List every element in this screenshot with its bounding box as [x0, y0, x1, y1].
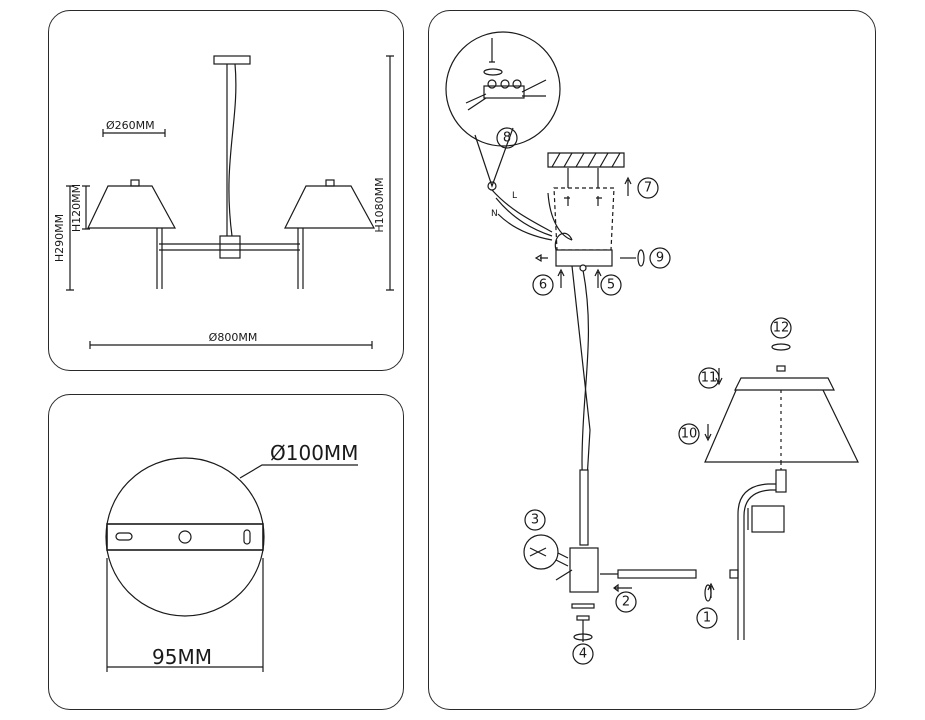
terminal-detail — [445, 31, 561, 191]
dimensions-panel — [48, 10, 404, 371]
step-4-label: 4 — [579, 647, 587, 662]
shade-diameter-label: Ø260MM — [106, 119, 155, 132]
side-arm — [600, 569, 739, 579]
step-1-label: 1 — [703, 611, 711, 626]
lamp-arm-and-shade — [704, 365, 859, 640]
step-9-label: 9 — [656, 251, 664, 266]
direction-arrows — [534, 176, 791, 642]
step-10-label: 10 — [681, 427, 698, 442]
plate-width-label: 95MM — [152, 645, 212, 669]
step-markers — [496, 127, 792, 665]
total-height-label: H1080MM — [373, 177, 386, 232]
ceiling-plate-panel — [48, 394, 404, 710]
chandelier-front-view — [87, 55, 376, 289]
step-2-label: 2 — [622, 595, 630, 610]
step-11-label: 11 — [701, 371, 718, 386]
step-8-label: 8 — [503, 131, 511, 146]
step-6-label: 6 — [539, 278, 547, 293]
assembly-panel — [428, 10, 876, 710]
live-wire-label: L — [512, 191, 517, 201]
step-3-label: 3 — [531, 513, 539, 528]
ceiling-mount — [547, 152, 625, 267]
step-7-label: 7 — [644, 181, 652, 196]
span-label: Ø800MM — [209, 331, 258, 344]
central-body — [523, 534, 599, 621]
shade-height-label: H120MM — [70, 184, 83, 232]
step-12-label: 12 — [773, 321, 790, 336]
step-5-label: 5 — [607, 278, 615, 293]
ceiling-plate — [105, 457, 358, 672]
dimension-lines — [66, 55, 394, 349]
fixture-height-label: H290MM — [53, 214, 66, 262]
neutral-wire-label: N — [491, 209, 498, 219]
plate-diameter-label: Ø100MM — [270, 441, 358, 465]
